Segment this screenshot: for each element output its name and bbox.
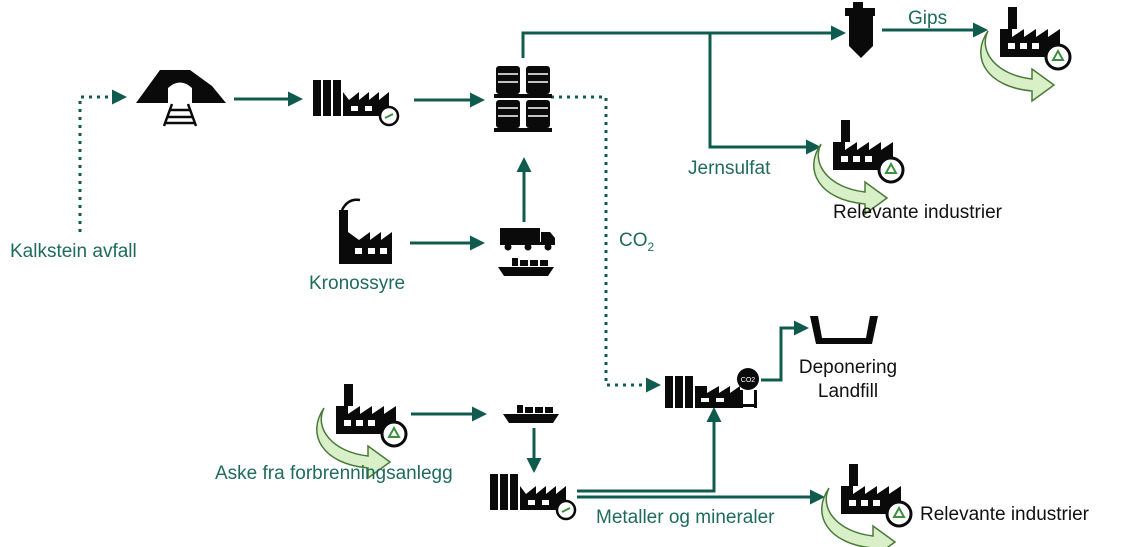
co2-tank-label: CO2 — [741, 377, 756, 384]
metal-recycling-factory-icon — [820, 462, 913, 547]
deponering-label: Deponering — [799, 357, 897, 378]
limestone-factory-icon — [311, 78, 400, 127]
aske-label: Aske fra forbrenningsanlegg — [215, 463, 453, 484]
relevante-industrier-upper-label: Relevante industrier — [833, 202, 1003, 223]
gips-label: Gips — [908, 8, 947, 29]
metaller-og-mineraler-label: Metaller og mineraler — [596, 507, 775, 528]
kronos-factory-icon — [339, 198, 392, 264]
flow-branch-jernsulfat — [708, 33, 821, 155]
relevante-industrier-lower-label: Relevante industrier — [920, 504, 1090, 525]
storage-tanks-icon — [494, 66, 552, 132]
kalkstein-avfall-label: Kalkstein avfall — [10, 241, 137, 262]
ash-processing-factory-icon — [488, 472, 577, 521]
kronossyre-label: Kronossyre — [309, 273, 405, 294]
landfill-label: Landfill — [818, 381, 878, 402]
ash-ship-icon — [503, 405, 559, 423]
jernsulfat-recycling-factory-icon — [812, 118, 905, 216]
flow-storage-to-silo — [521, 25, 846, 58]
gips-recycling-factory-icon — [979, 5, 1072, 103]
flow-plant-to-landfill — [761, 320, 809, 382]
cargo-ship-icon — [498, 258, 554, 276]
jernsulfat-label: Jernsulfat — [688, 158, 771, 179]
co2-label: CO2 — [619, 230, 655, 254]
co2-plant-icon: CO2 — [665, 368, 759, 408]
landfill-icon — [810, 316, 878, 344]
flow-co2-dotted — [551, 95, 661, 393]
gypsum-silo-icon — [845, 2, 875, 58]
truck-icon — [500, 228, 555, 251]
mine-icon — [136, 70, 226, 127]
co2-text: CO — [619, 230, 648, 251]
flow-processing-to-plant — [577, 407, 722, 493]
co2-subscript: 2 — [648, 240, 655, 254]
flow-lines — [78, 22, 988, 505]
flow-kalkstein-to-mine — [78, 89, 127, 232]
